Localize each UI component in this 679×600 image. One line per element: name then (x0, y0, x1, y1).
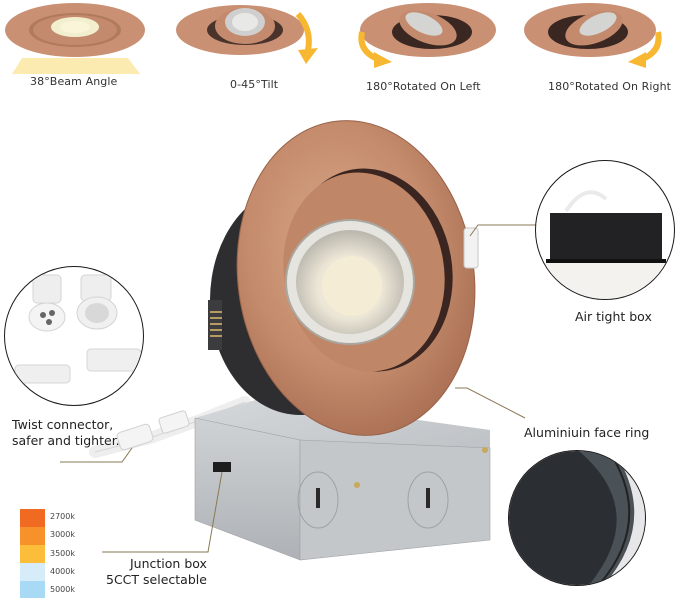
top-view-tilt: 0-45°Tilt (170, 0, 340, 95)
top-view-rotated-right: 180°Rotated On Right (510, 0, 679, 95)
cct-switch (213, 462, 231, 472)
tilt-arrow-icon (298, 48, 318, 64)
swatch-4000k (20, 563, 45, 581)
face-ring-detail-inset (508, 450, 646, 586)
junction-box (194, 398, 491, 561)
top-view-beam-angle: 38°Beam Angle (0, 0, 170, 95)
twist-connector-line2: safer and tighter. (12, 433, 120, 448)
cct-label-2700k: 2700k (50, 512, 75, 521)
tilt-image (176, 5, 318, 64)
junction-box-line2: 5CCT selectable (106, 572, 207, 587)
face-ring-detail-image (509, 451, 645, 585)
swatch-3000k (20, 527, 45, 545)
rotated-right-image (524, 3, 662, 68)
air-tight-box-image (536, 190, 674, 299)
leader-lines (60, 224, 538, 553)
swatch-3500k (20, 545, 45, 563)
top-view-rotated-left: 180°Rotated On Left (340, 0, 510, 95)
rotated-left-image (358, 3, 496, 68)
rotated-left-caption: 180°Rotated On Left (366, 80, 481, 93)
face-ring-label: Aluminiuin face ring (524, 425, 650, 440)
cct-label-4000k: 4000k (50, 567, 75, 576)
spring-clip (463, 227, 479, 269)
air-tight-box-inset (535, 160, 675, 300)
aluminium-face-ring (236, 120, 479, 436)
rotated-right-caption: 180°Rotated On Right (548, 80, 672, 93)
twist-connector-inset (4, 266, 144, 406)
swatch-2700k (20, 509, 45, 527)
cct-label-5000k: 5000k (50, 585, 75, 594)
junction-box-label: Junction box 5CCT selectable (106, 556, 207, 588)
air-tight-box-label: Air tight box (575, 309, 652, 324)
beam-angle-caption: 38°Beam Angle (30, 75, 118, 88)
tilt-caption: 0-45°Tilt (230, 78, 279, 91)
junction-box-line1: Junction box (130, 556, 207, 571)
swatch-5000k (20, 581, 45, 598)
beam-angle-image (5, 3, 145, 74)
connector-detail-image (14, 274, 142, 384)
rotate-right-arrow-icon (628, 52, 646, 68)
cct-label-3500k: 3500k (50, 549, 75, 558)
cct-label-3000k: 3000k (50, 530, 75, 539)
twist-connector-label: Twist connector, safer and tighter. (12, 417, 120, 449)
rotate-left-arrow-icon (374, 52, 392, 68)
twist-connector-line1: Twist connector, (12, 417, 114, 432)
